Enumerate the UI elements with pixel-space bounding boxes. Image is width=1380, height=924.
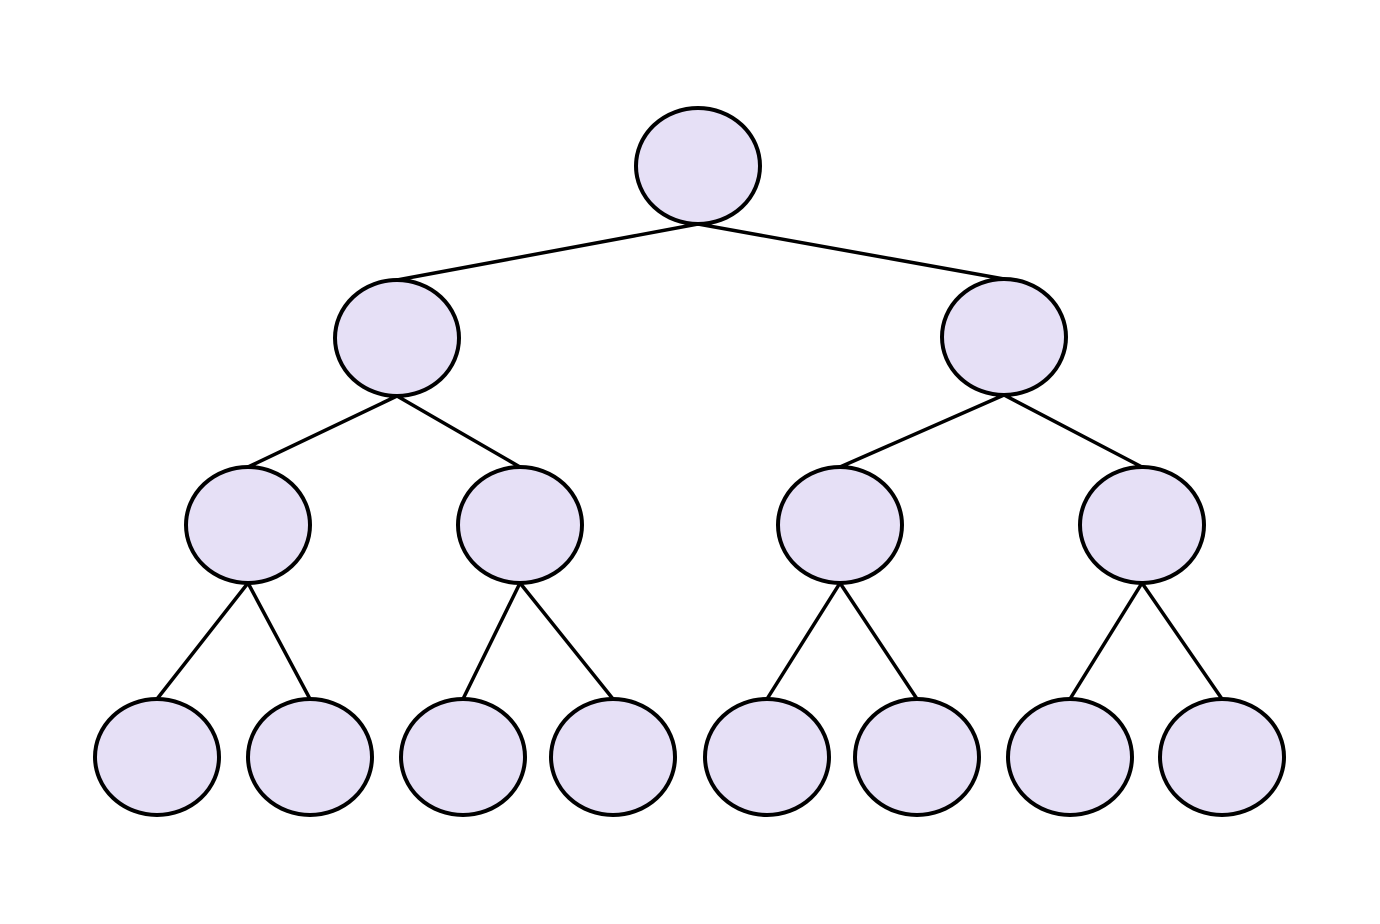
tree-edge <box>1140 581 1224 701</box>
tree-edge <box>696 222 1006 281</box>
tree-edges-group <box>155 222 1224 701</box>
tree-node <box>549 697 677 817</box>
tree-node <box>184 465 312 585</box>
tree-edge <box>246 581 312 701</box>
tree-node <box>246 697 374 817</box>
tree-node <box>456 465 584 585</box>
tree-edge <box>395 222 700 282</box>
tree-node <box>1158 697 1286 817</box>
tree-edge <box>765 581 842 701</box>
tree-node <box>703 697 831 817</box>
tree-edge <box>246 394 399 469</box>
tree-node <box>853 697 981 817</box>
tree-edge <box>838 393 1006 469</box>
tree-edge <box>395 394 522 469</box>
tree-node <box>776 465 904 585</box>
tree-edge <box>461 581 522 701</box>
tree-node <box>399 697 527 817</box>
tree-node <box>634 106 762 226</box>
tree-node <box>1078 465 1206 585</box>
tree-edge <box>518 581 615 701</box>
tree-edge <box>838 581 919 701</box>
tree-node <box>1006 697 1134 817</box>
tree-nodes-group <box>93 106 1286 817</box>
tree-edge <box>155 581 250 701</box>
tree-node <box>940 277 1068 397</box>
tree-edge <box>1002 393 1144 469</box>
tree-edge <box>1068 581 1144 701</box>
tree-node <box>333 278 461 398</box>
tree-node <box>93 697 221 817</box>
